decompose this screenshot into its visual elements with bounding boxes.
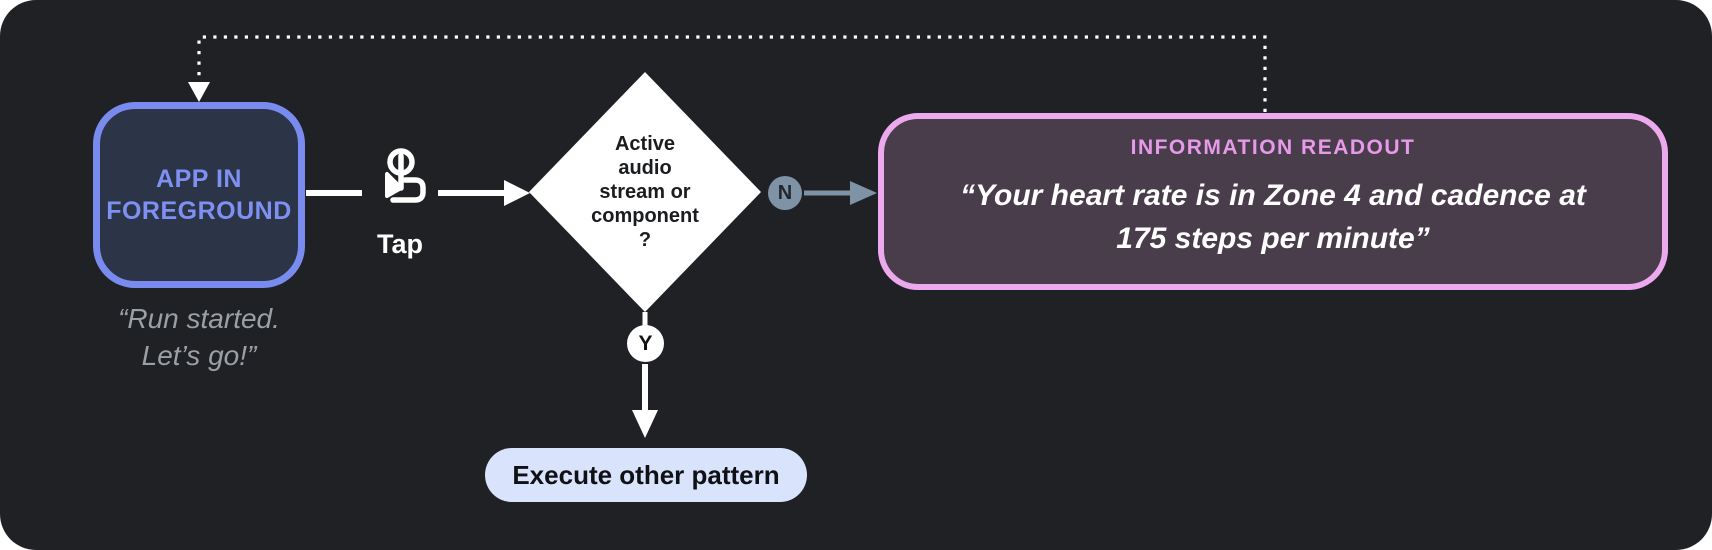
node-information-readout: INFORMATION READOUT “Your heart rate is … [878, 113, 1668, 290]
app-node-label: APP IN FOREGROUND [106, 165, 292, 225]
node-app-in-foreground: APP IN FOREGROUND [93, 102, 305, 288]
tap-gesture: Tap [355, 144, 445, 260]
node-execute-other-pattern: Execute other pattern [485, 448, 807, 502]
readout-quote: “Your heart rate is in Zone 4 and cadenc… [960, 179, 1586, 255]
branch-n-badge: N [768, 176, 802, 210]
no-branch-arrowhead-icon [850, 181, 877, 205]
tap-to-decision-arrowhead-icon [504, 180, 530, 206]
yes-branch-arrowhead-icon [632, 410, 658, 438]
tap-label: Tap [377, 229, 423, 259]
feedback-arrowhead-icon [188, 82, 210, 102]
app-speech-quote: “Run started. Let’s go!” [118, 303, 280, 371]
tap-gesture-icon [385, 148, 426, 203]
readout-title: INFORMATION READOUT [1130, 136, 1416, 159]
branch-y-badge: Y [627, 325, 664, 362]
decision-text: Active audio stream or component ? [591, 133, 699, 251]
